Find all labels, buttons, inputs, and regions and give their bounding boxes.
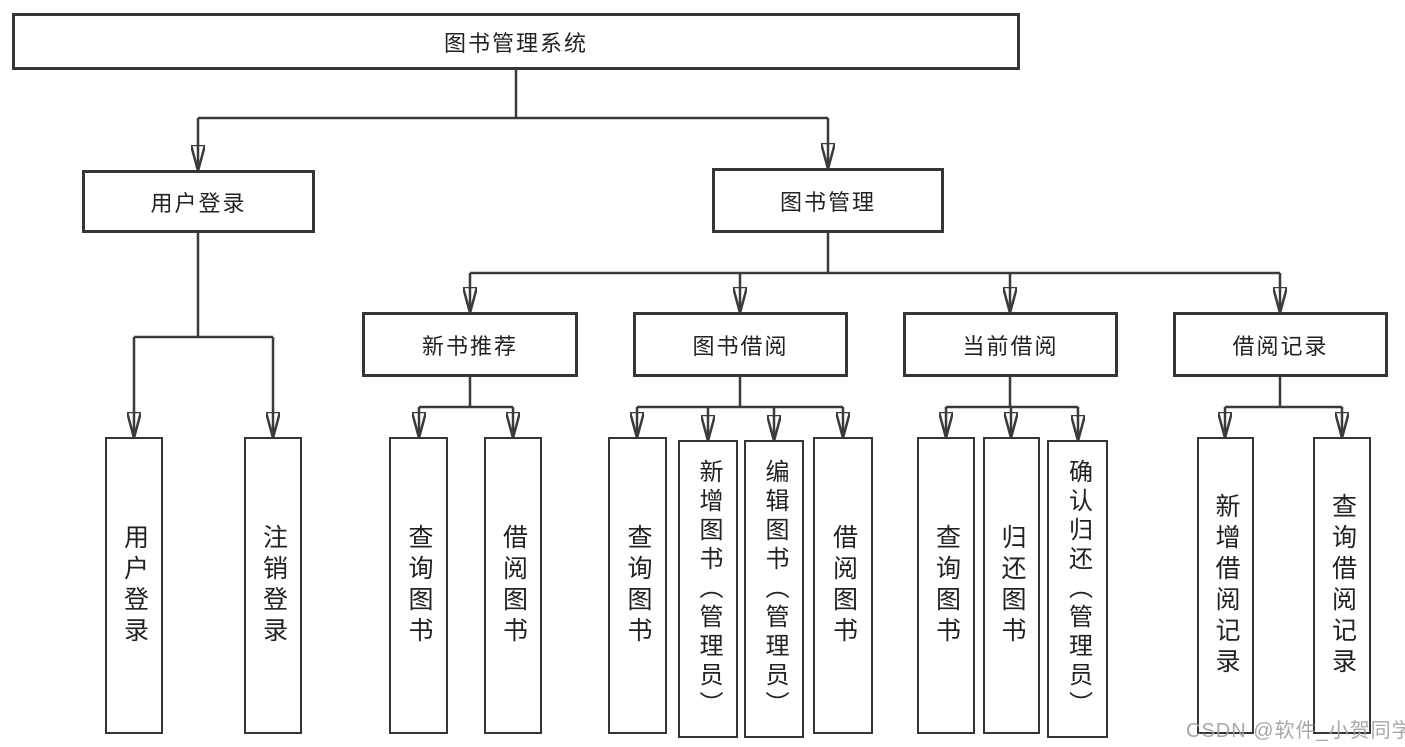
leaf-current-return-books-label: 归还图书: [998, 523, 1026, 648]
leaf-logout-label: 注销登录: [259, 523, 288, 648]
node-book-borrow-label: 图书借阅: [692, 333, 789, 359]
node-user-login: 用户登录: [82, 170, 315, 233]
leaf-records-add-record: 新增借阅记录: [1197, 437, 1254, 734]
leaf-borrow-query-books: 查询图书: [608, 437, 667, 734]
node-borrow-records-label: 借阅记录: [1232, 333, 1329, 359]
edges-new-book-recommend: [419, 377, 513, 437]
leaf-records-add-record-label: 新增借阅记录: [1212, 492, 1240, 679]
leaf-current-confirm-return-admin-label: 确认归还（管理员）: [1064, 458, 1092, 720]
node-book-management-label: 图书管理: [779, 189, 876, 215]
leaf-current-confirm-return-admin: 确认归还（管理员）: [1047, 440, 1108, 738]
leaf-recommend-borrow-books-label: 借阅图书: [499, 523, 528, 648]
edges-borrow-records: [1225, 377, 1342, 437]
node-new-book-recommend: 新书推荐: [362, 312, 578, 377]
leaf-logout: 注销登录: [244, 437, 302, 734]
node-current-borrow: 当前借阅: [903, 312, 1118, 377]
edges-current-borrow: [946, 377, 1078, 440]
leaf-borrow-edit-books-admin: 编辑图书（管理员）: [744, 440, 804, 738]
leaf-current-return-books: 归还图书: [983, 437, 1040, 734]
leaf-recommend-query-books: 查询图书: [389, 437, 448, 734]
edges-user-login: [134, 233, 273, 437]
node-book-management: 图书管理: [712, 168, 944, 233]
edges-book-borrow: [637, 377, 843, 440]
node-user-login-label: 用户登录: [150, 190, 247, 216]
leaf-current-query-books-label: 查询图书: [932, 523, 961, 648]
node-book-borrow: 图书借阅: [633, 312, 848, 377]
leaf-borrow-add-books-admin: 新增图书（管理员）: [678, 440, 738, 738]
node-root-label: 图书管理系统: [443, 30, 588, 56]
node-root: 图书管理系统: [12, 13, 1020, 70]
leaf-user-login-label: 用户登录: [120, 523, 149, 648]
leaf-current-query-books: 查询图书: [917, 437, 975, 734]
leaf-borrow-edit-books-admin-label: 编辑图书（管理员）: [761, 458, 788, 720]
leaf-borrow-add-books-admin-label: 新增图书（管理员）: [695, 458, 722, 720]
leaf-records-query-record-label: 查询借阅记录: [1328, 492, 1357, 679]
csdn-watermark: CSDN @软件_小贺同学: [1186, 720, 1405, 742]
edges-book-management: [470, 233, 1280, 312]
leaf-recommend-borrow-books: 借阅图书: [484, 437, 542, 734]
node-current-borrow-label: 当前借阅: [962, 333, 1059, 359]
edges-root: [198, 70, 828, 170]
node-new-book-recommend-label: 新书推荐: [421, 333, 518, 359]
leaf-borrow-borrow-books: 借阅图书: [813, 437, 873, 734]
leaf-user-login: 用户登录: [105, 437, 163, 734]
node-borrow-records: 借阅记录: [1173, 312, 1388, 377]
leaf-borrow-borrow-books-label: 借阅图书: [829, 523, 858, 648]
leaf-records-query-record: 查询借阅记录: [1313, 437, 1371, 734]
leaf-borrow-query-books-label: 查询图书: [624, 523, 652, 648]
leaf-recommend-query-books-label: 查询图书: [405, 523, 433, 648]
